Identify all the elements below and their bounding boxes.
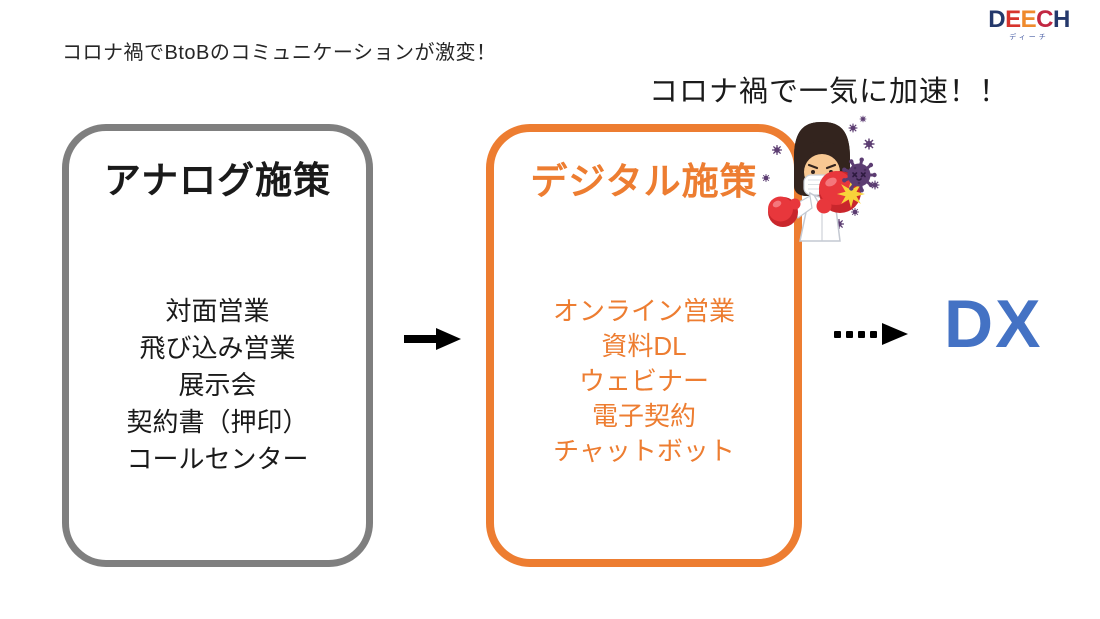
logo-letter: D	[988, 6, 1006, 33]
logo-letter: E	[1020, 6, 1037, 33]
digital-item: 資料DL	[601, 331, 687, 361]
deech-logo: DEECH ディーチ	[986, 8, 1072, 42]
impact-burst-icon	[837, 180, 865, 208]
right-arrow-icon	[404, 328, 461, 350]
digital-item: チャットボット	[553, 436, 735, 466]
accel-caption: コロナ禍で一気に加速！！	[649, 76, 1010, 108]
digital-box: デジタル施策 オンライン営業 資料DL ウェビナー 電子契約 チャットボット	[486, 124, 802, 567]
boxing-glove-left	[768, 196, 801, 227]
analog-item: 契約書（押印）	[126, 407, 309, 437]
analog-box: アナログ施策 対面営業 飛び込み営業 展示会 契約書（押印） コールセンター	[62, 124, 373, 567]
logo-subtext: ディーチ	[1009, 34, 1049, 41]
dx-label: DX	[944, 286, 1043, 362]
logo-letter: H	[1052, 6, 1070, 33]
analog-box-title: アナログ施策	[103, 160, 332, 201]
analog-item: 飛び込み営業	[139, 333, 296, 363]
analog-box-list: 対面営業 飛び込み営業 展示会 契約書（押印） コールセンター	[69, 293, 366, 478]
logo-letter: E	[1005, 6, 1021, 33]
logo-wordmark: DEECH	[986, 8, 1072, 32]
analog-item: 対面営業	[165, 296, 270, 326]
digital-item: 電子契約	[591, 401, 696, 431]
digital-box-list: オンライン営業 資料DL ウェビナー 電子契約 チャットボット	[494, 294, 794, 469]
dotted-right-arrow-icon	[834, 323, 908, 345]
digital-box-title: デジタル施策	[530, 161, 758, 202]
analog-item: 展示会	[178, 370, 257, 400]
logo-letter: C	[1036, 6, 1053, 33]
digital-item: オンライン営業	[552, 296, 735, 326]
digital-item: ウェビナー	[578, 366, 709, 396]
person-punching-virus-illustration	[761, 115, 880, 242]
headline: コロナ禍でBtoBのコミュニケーションが激変！	[62, 42, 497, 64]
analog-item: コールセンター	[126, 444, 309, 474]
virus-icon	[842, 157, 877, 193]
